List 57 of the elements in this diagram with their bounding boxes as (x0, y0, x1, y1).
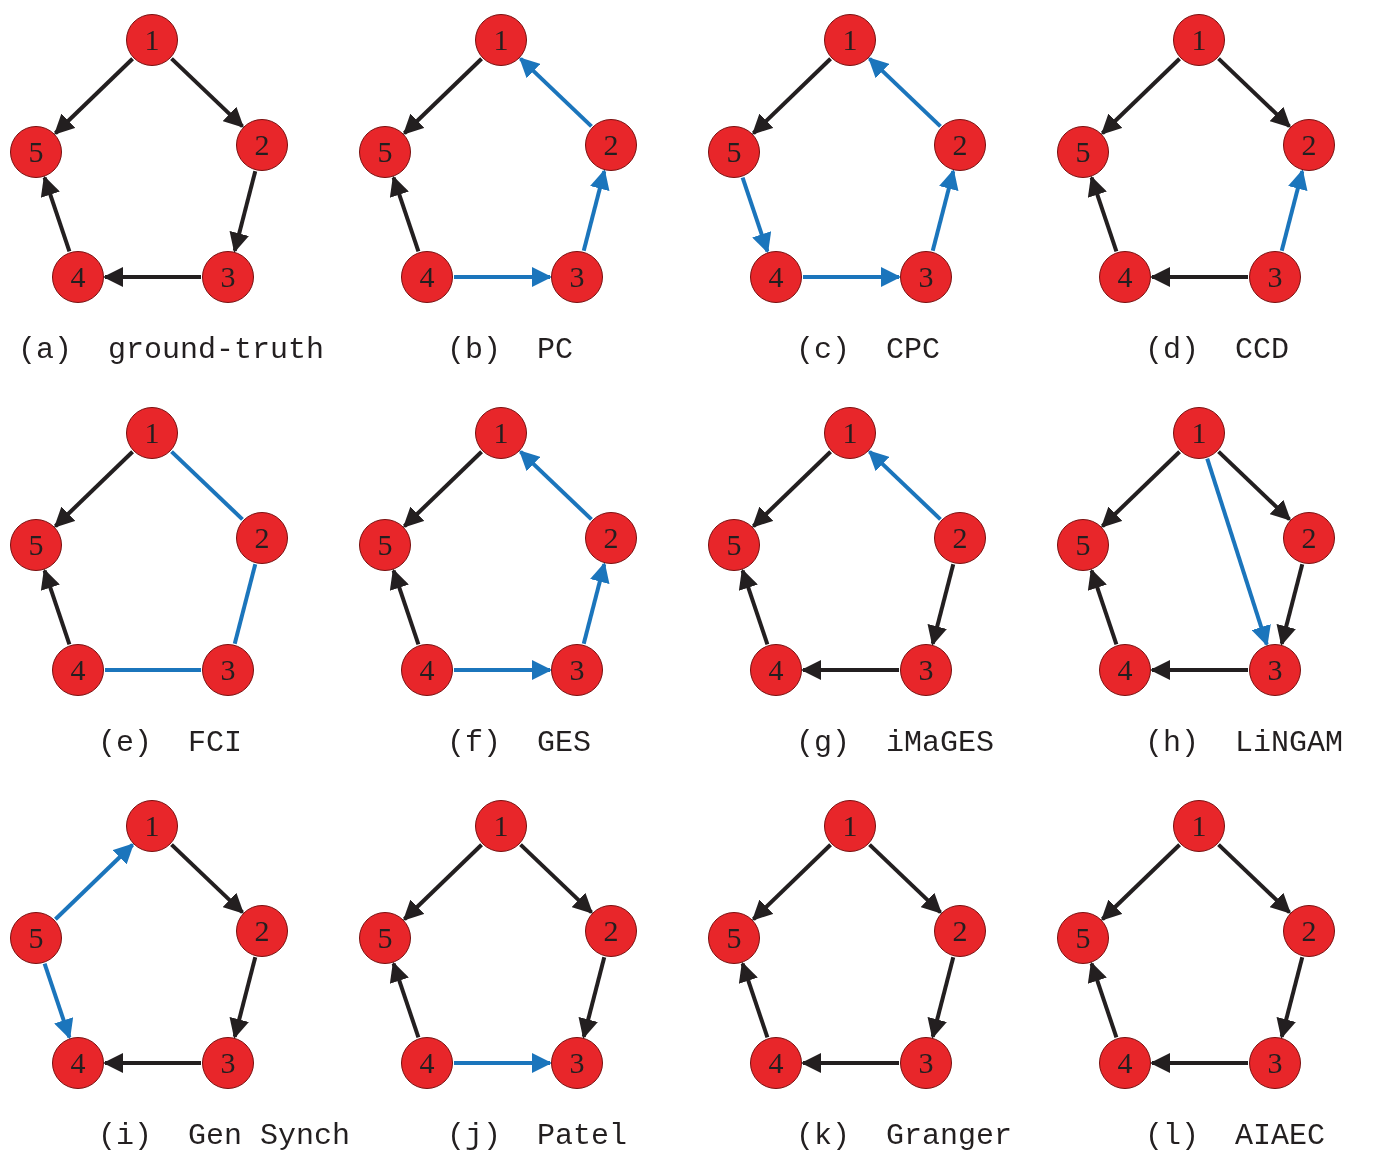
arrow (54, 450, 134, 528)
arrow (752, 57, 832, 135)
arrow (930, 169, 959, 252)
panel-caption: (h) LiNGAM (1145, 728, 1344, 758)
arrow (229, 956, 258, 1039)
arrow (519, 57, 593, 128)
arrow (868, 843, 942, 914)
arrow (581, 169, 610, 252)
arrow (403, 450, 483, 528)
arrow (868, 450, 942, 521)
arrow (519, 843, 593, 914)
arrow (1217, 57, 1291, 128)
panel-caption: (c) CPC (796, 335, 941, 365)
arrow (103, 267, 201, 287)
arrow (752, 843, 832, 921)
panel-caption: (a) ground-truth (18, 335, 325, 365)
arrow (454, 1053, 552, 1073)
arrow (54, 843, 134, 921)
arrow (103, 1053, 201, 1073)
panel-caption: (g) iMaGES (796, 728, 995, 758)
arrow (454, 660, 552, 680)
arrow (1101, 450, 1181, 528)
arrow (927, 956, 956, 1039)
arrow (1150, 267, 1248, 287)
arrow (1217, 843, 1291, 914)
arrow (403, 843, 483, 921)
arrow (454, 267, 552, 287)
arrow (801, 1053, 899, 1073)
arrow (1150, 660, 1248, 680)
arrow (1101, 57, 1181, 135)
arrow (581, 562, 610, 645)
arrow (1276, 563, 1305, 646)
arrow (170, 57, 244, 128)
arrow (403, 57, 483, 135)
arrow (1276, 956, 1305, 1039)
panel-caption: (l) AIAEC (1145, 1121, 1326, 1151)
arrow (229, 170, 258, 253)
arrow (927, 563, 956, 646)
arrow (752, 450, 832, 528)
arrow (1150, 1053, 1248, 1073)
arrow (1101, 843, 1181, 921)
arrow (1217, 450, 1291, 521)
arrow (1279, 169, 1308, 252)
panel-caption: (f) GES (447, 728, 592, 758)
arrow (578, 956, 607, 1039)
arrow (868, 57, 942, 128)
panel-caption: (e) FCI (98, 728, 243, 758)
panel-caption: (j) Patel (447, 1121, 628, 1151)
panel-caption: (b) PC (447, 335, 574, 365)
arrow (803, 267, 901, 287)
panel-caption: (d) CCD (1145, 335, 1290, 365)
panel-caption: (k) Granger (796, 1121, 1013, 1151)
panel-caption: (i) Gen Synch (98, 1121, 351, 1151)
arrow (170, 843, 244, 914)
arrow (54, 57, 134, 135)
arrow (519, 450, 593, 521)
arrow (801, 660, 899, 680)
